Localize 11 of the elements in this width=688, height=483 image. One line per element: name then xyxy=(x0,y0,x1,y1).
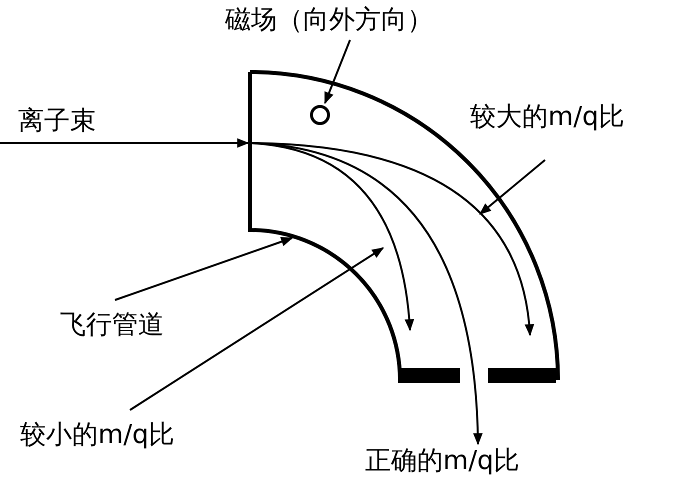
callout-label: 较大的m/q比 xyxy=(470,102,625,132)
leader-line xyxy=(114,237,294,301)
leader-line xyxy=(324,40,351,104)
callout-label: 飞行管道 xyxy=(60,310,164,340)
magnetic-field-symbol xyxy=(310,105,330,125)
callout-label: 正确的m/q比 xyxy=(365,446,520,476)
callout-label: 较小的m/q比 xyxy=(20,420,175,450)
ion-beam-arrow xyxy=(0,138,250,148)
callout-label: 磁场（向外方向） xyxy=(225,5,433,35)
leader-line xyxy=(479,159,546,215)
leader-line xyxy=(129,247,384,411)
